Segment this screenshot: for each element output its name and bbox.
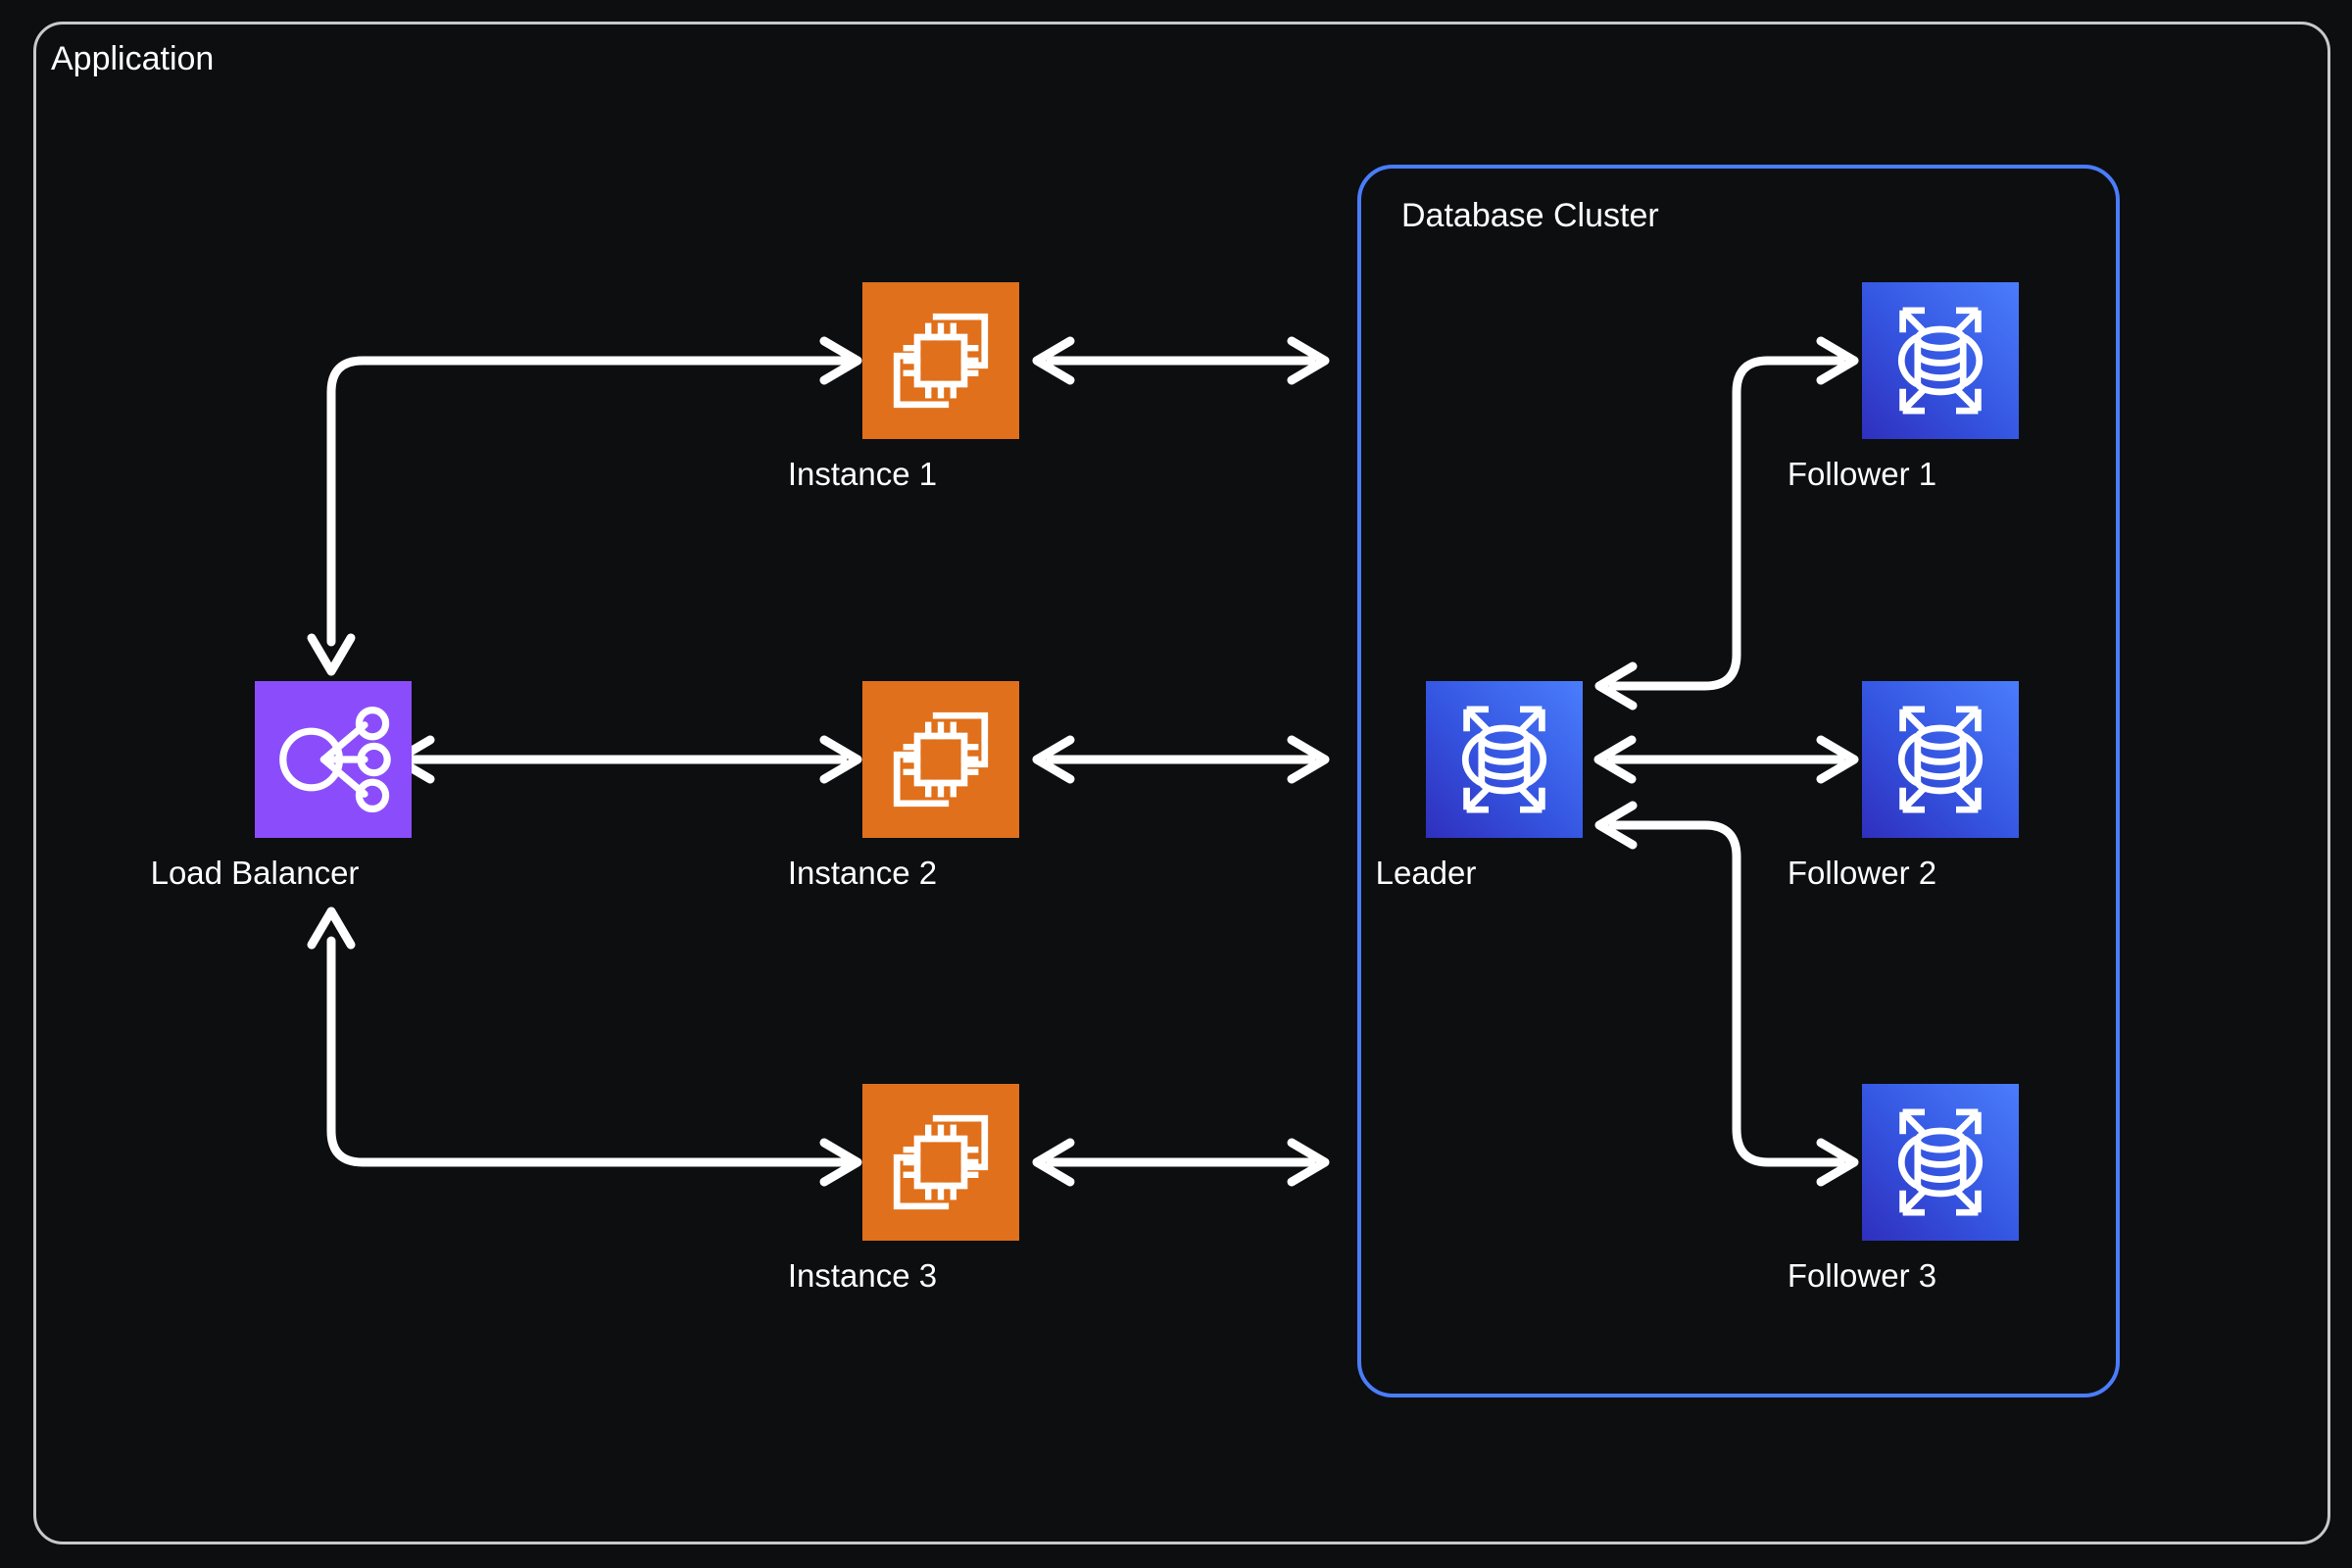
node-label: Follower 2 <box>1787 855 1937 891</box>
instance-3-box[interactable] <box>862 1084 1019 1241</box>
load-balancer-box[interactable] <box>255 681 412 838</box>
follower-2-box[interactable] <box>1862 681 2019 838</box>
database-cluster-label: Database Cluster <box>1401 197 1659 234</box>
database-cluster-icon <box>1897 1108 1984 1216</box>
node-label: Instance 1 <box>787 456 938 492</box>
ec2-instance-icon <box>893 313 989 409</box>
application-container <box>33 22 2330 1544</box>
database-cluster-container <box>1357 165 2120 1397</box>
ec2-instance-icon <box>893 1114 989 1210</box>
leader-box[interactable] <box>1426 681 1583 838</box>
node-label: Instance 2 <box>787 855 938 891</box>
node-label: Follower 1 <box>1787 456 1937 492</box>
instance-2-box[interactable] <box>862 681 1019 838</box>
node-label: Follower 3 <box>1787 1257 1937 1294</box>
instance-1-box[interactable] <box>862 282 1019 439</box>
node-label: Leader <box>1375 855 1477 891</box>
follower-1-box[interactable] <box>1862 282 2019 439</box>
database-cluster-icon <box>1897 307 1984 415</box>
application-label: Application <box>51 40 215 77</box>
load-balancer-icon <box>279 707 391 812</box>
node-label: Load Balancer <box>150 855 360 891</box>
database-cluster-icon <box>1897 706 1984 813</box>
node-label: Instance 3 <box>787 1257 938 1294</box>
follower-3-box[interactable] <box>1862 1084 2019 1241</box>
database-cluster-icon <box>1461 706 1547 813</box>
ec2-instance-icon <box>893 711 989 808</box>
